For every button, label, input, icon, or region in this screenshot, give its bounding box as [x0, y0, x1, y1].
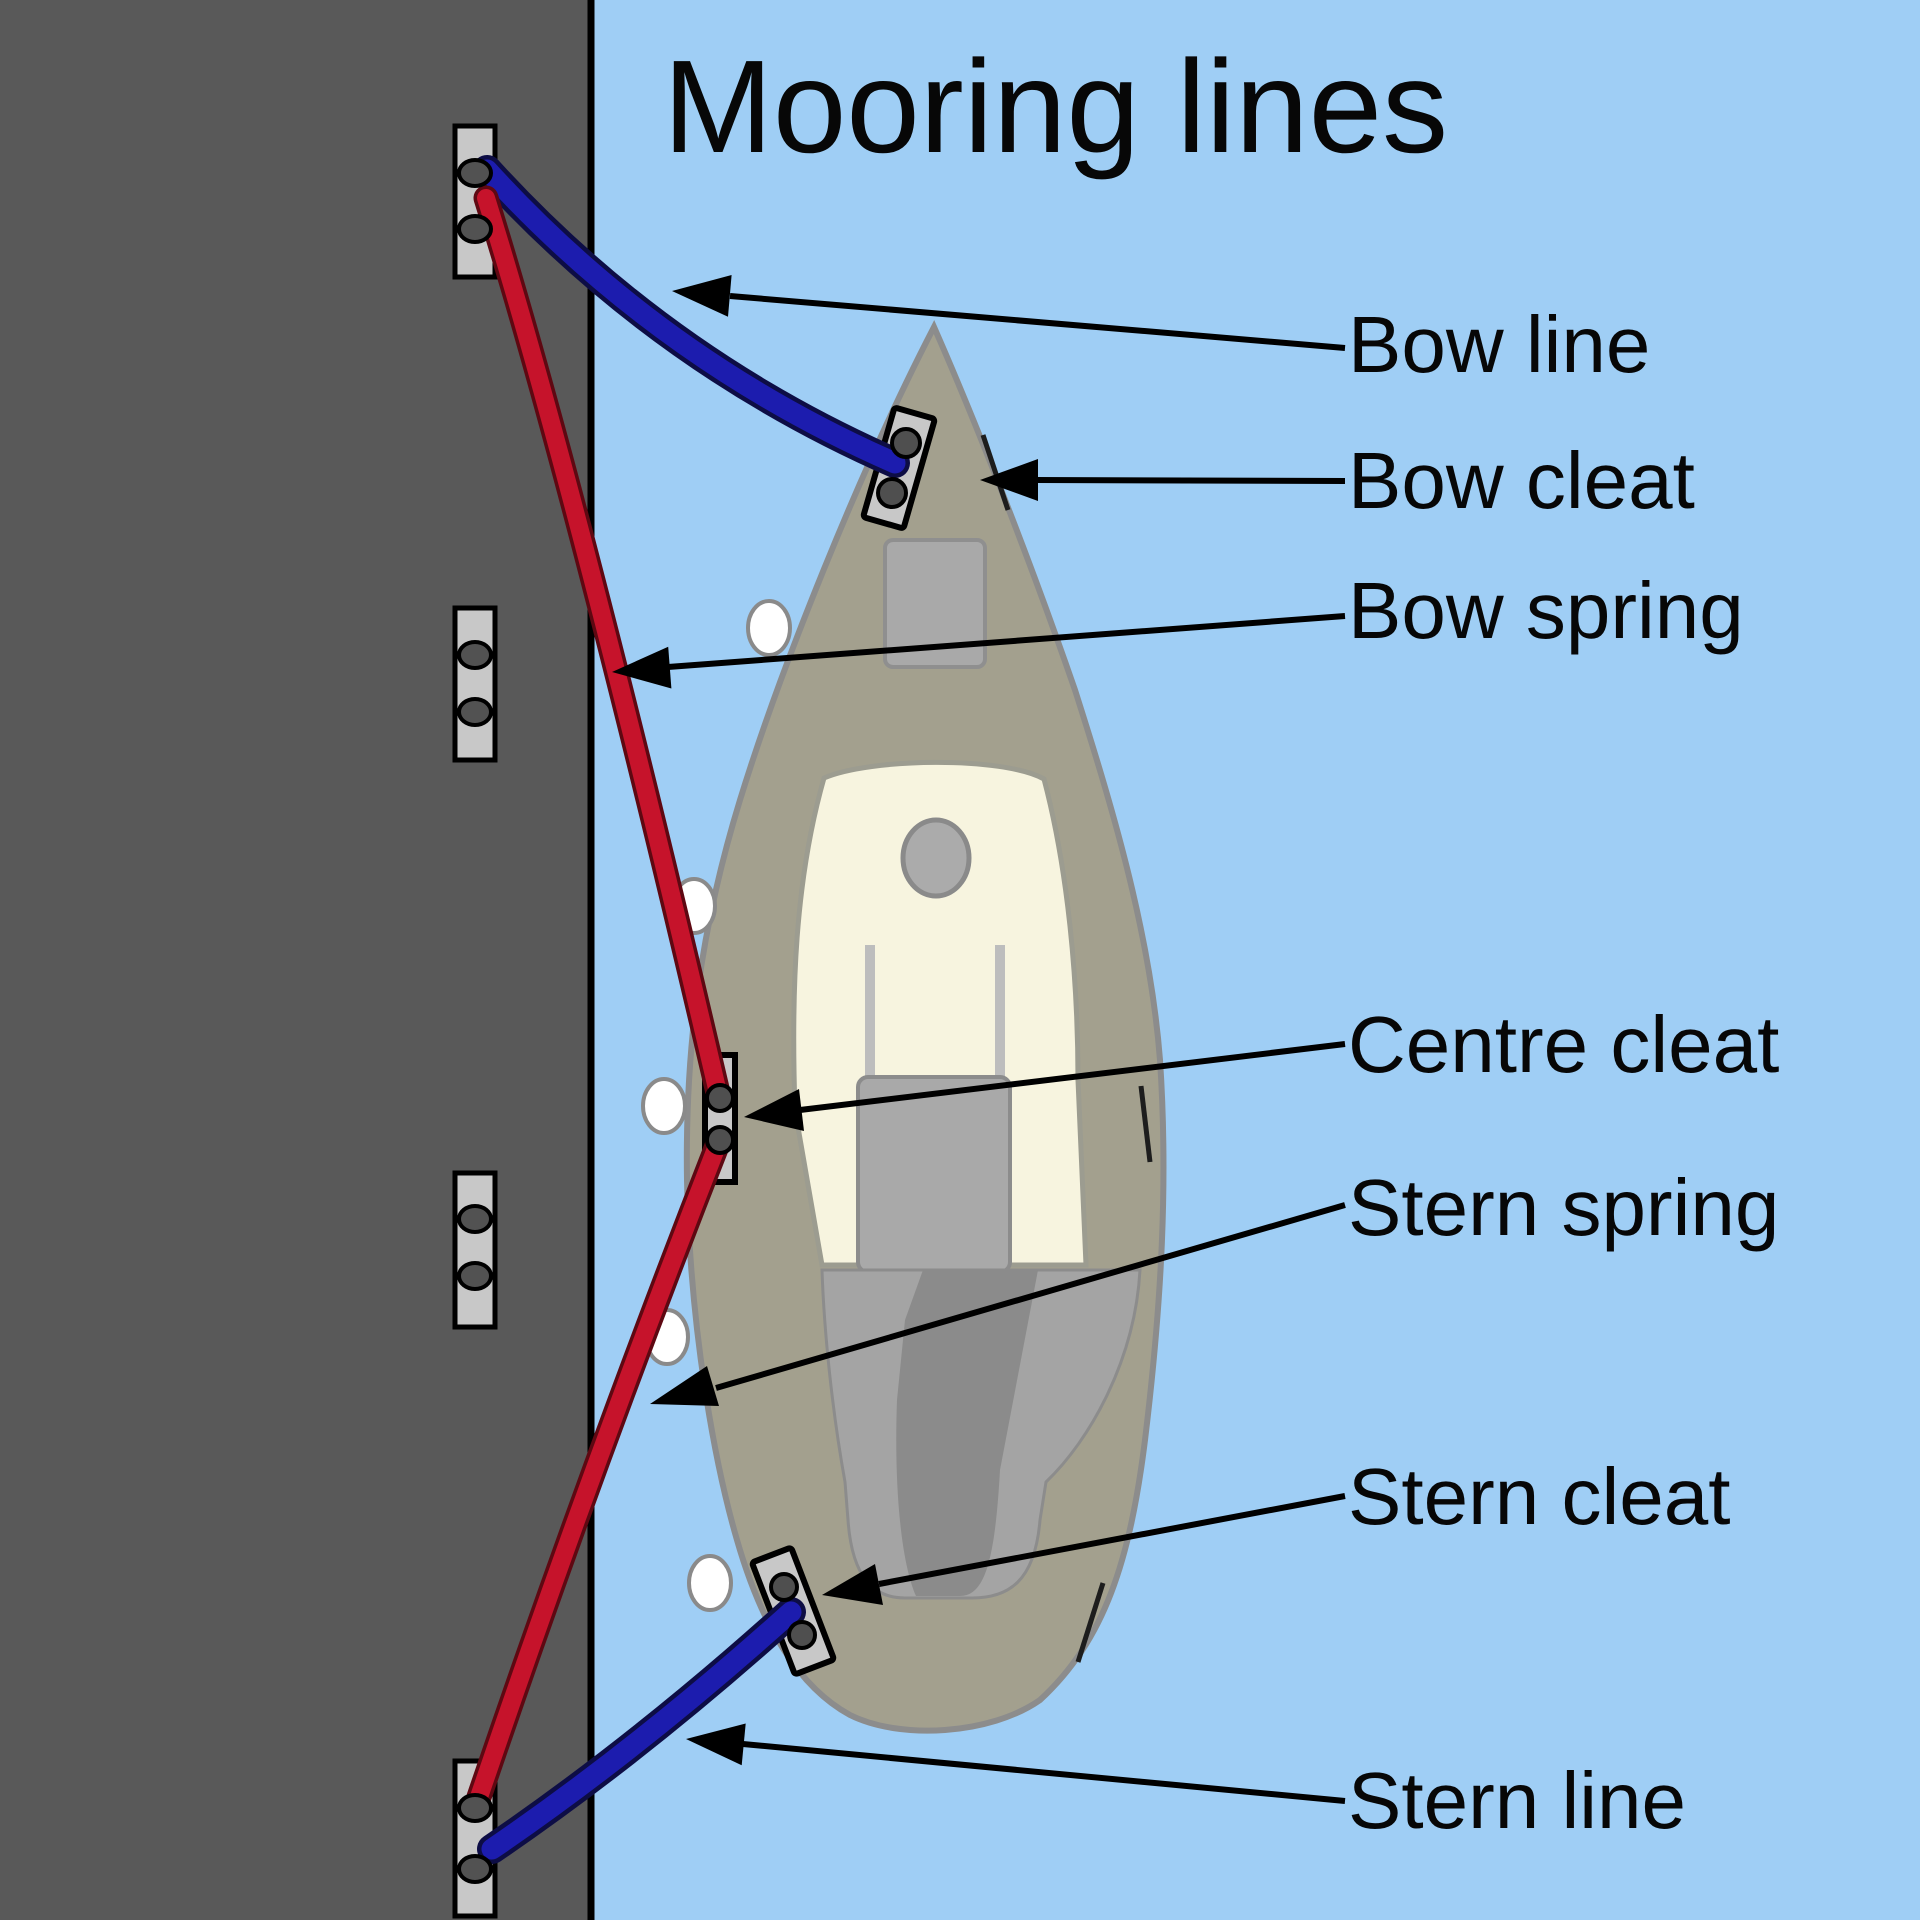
cockpit-footwell	[896, 1270, 1038, 1596]
arrowhead	[612, 646, 672, 689]
stern-line	[481, 1601, 802, 1860]
fender	[641, 1077, 687, 1135]
label-bow-spring: Bow spring	[1348, 566, 1744, 655]
mast-circle	[900, 817, 972, 899]
sprayhood-post	[865, 945, 875, 1078]
bollard-bolt	[457, 1793, 493, 1823]
bow-line	[476, 159, 906, 474]
arrowhead	[650, 1366, 719, 1406]
label-stern-cleat: Stern cleat	[1348, 1452, 1730, 1541]
label-stern-spring: Stern spring	[1348, 1163, 1779, 1252]
fender	[746, 599, 792, 657]
cleat-bolts	[705, 427, 922, 1650]
deck-mark	[1138, 1085, 1153, 1163]
page-title: Mooring lines	[663, 33, 1448, 180]
deck-mark	[980, 434, 1011, 511]
cleat-bolt	[769, 1572, 799, 1602]
label-arrows	[612, 275, 1346, 1804]
arrow-bow-spring	[612, 613, 1346, 689]
foredeck-hatch	[883, 538, 987, 669]
arrowhead	[980, 459, 1038, 501]
cleat-bolt	[705, 1083, 735, 1113]
dock-bollard	[452, 605, 498, 763]
arrow-stern-spring	[650, 1202, 1346, 1406]
cleat-bolt	[876, 477, 908, 509]
arrowhead	[672, 275, 732, 317]
bollard-bolt	[457, 214, 493, 244]
dock	[0, 0, 588, 1920]
bollard-bolt	[457, 697, 493, 727]
cleat-bolt	[787, 1620, 817, 1650]
arrowhead	[686, 1723, 746, 1766]
arrow-stern-cleat	[822, 1493, 1346, 1605]
bollard-bolts	[457, 158, 493, 1884]
label-bow-line: Bow line	[1348, 300, 1650, 389]
companionway-hatch	[856, 1075, 1012, 1274]
deck-mark	[1075, 1582, 1106, 1663]
label-centre-cleat: Centre cleat	[1348, 1000, 1779, 1089]
stern-spring	[469, 1132, 728, 1809]
bollard-bolt	[457, 1204, 493, 1234]
bollard-bolt	[457, 640, 493, 670]
dock-bollard	[452, 1170, 498, 1330]
label-bow-cleat: Bow cleat	[1348, 436, 1695, 525]
bollard-bolt	[457, 1854, 493, 1884]
sprayhood-post	[995, 945, 1005, 1078]
arrowhead	[744, 1089, 804, 1131]
arrow-bow-cleat	[980, 459, 1346, 501]
arrowhead	[822, 1564, 883, 1605]
arrow-centre-cleat	[744, 1041, 1346, 1131]
bow-spring	[477, 189, 728, 1106]
cleat-bolt	[890, 427, 922, 459]
bollard-bolt	[457, 1261, 493, 1291]
label-stern-line: Stern line	[1348, 1756, 1686, 1845]
arrow-stern-line	[686, 1723, 1346, 1804]
labels: Bow line Bow cleat Bow spring Centre cle…	[1348, 300, 1779, 1845]
bollard-bolt	[457, 158, 493, 188]
arrow-bow-line	[672, 275, 1346, 351]
cleat-bolt	[705, 1125, 735, 1155]
mooring-ropes	[465, 155, 910, 1864]
fender	[687, 1554, 733, 1612]
